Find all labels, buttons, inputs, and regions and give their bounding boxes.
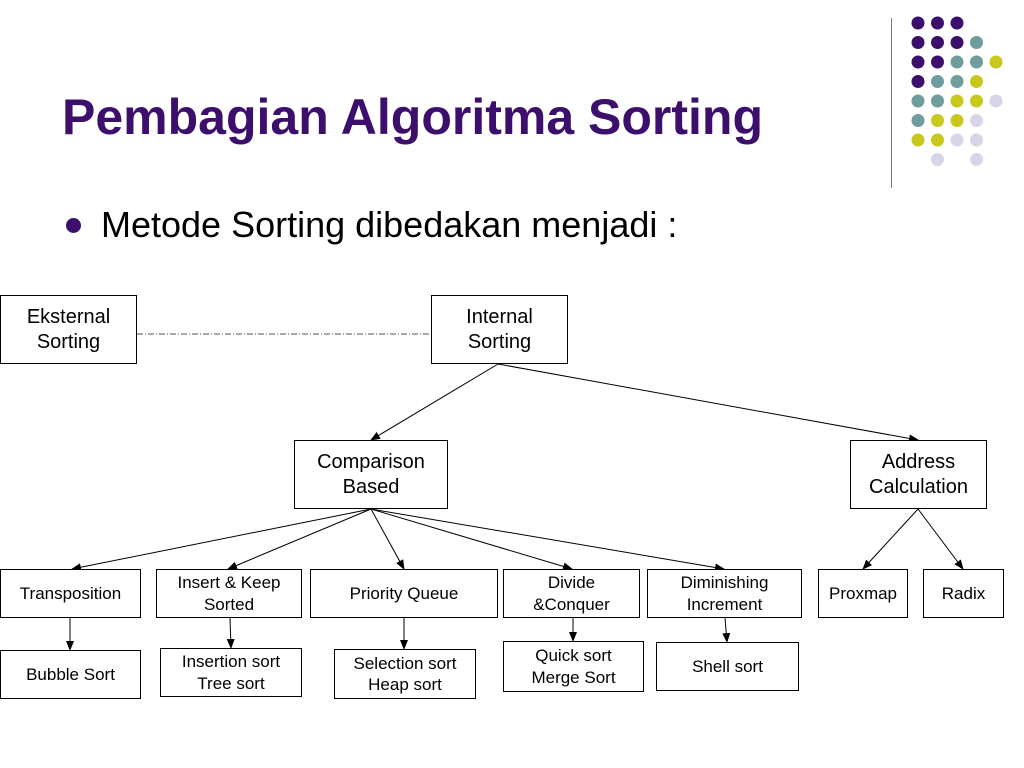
arrow-diminishing-shell [722, 617, 731, 643]
decorative-dot [970, 94, 983, 108]
node-insertion-tree-sort: Insertion sort Tree sort [160, 648, 302, 697]
bullet-item: Metode Sorting dibedakan menjadi : [66, 200, 677, 250]
node-quick-merge-sort: Quick sort Merge Sort [503, 641, 644, 692]
arrow-internal-address [497, 363, 919, 443]
decorative-dot [950, 75, 964, 88]
decorative-dot [931, 16, 944, 30]
node-internal-sorting: Internal Sorting [431, 295, 568, 364]
bullet-text: Metode Sorting dibedakan menjadi : [101, 204, 678, 245]
bullet-dot-icon [66, 217, 81, 233]
arrow-comparison-diminishing [370, 508, 725, 572]
decorative-dot [970, 55, 983, 69]
decorative-dot [931, 153, 944, 166]
decorative-dot [989, 94, 1003, 108]
decorative-dot [970, 75, 983, 88]
node-divide-conquer: Divide &Conquer [503, 569, 640, 618]
arrow-internal-comparison [370, 363, 499, 441]
node-bubble-sort: Bubble Sort [0, 650, 141, 699]
node-shell-sort: Shell sort [656, 642, 799, 691]
title-divider-line [891, 18, 892, 188]
node-insert-keep-sorted: Insert & Keep Sorted [156, 569, 302, 618]
node-proxmap: Proxmap [818, 569, 908, 618]
decorative-dot [970, 133, 983, 147]
decorative-dot [989, 55, 1003, 69]
arrow-address-radix [917, 508, 964, 570]
node-diminishing-increment: Diminishing Increment [647, 569, 802, 618]
decorative-dot [911, 36, 925, 49]
decorative-dot [950, 114, 964, 127]
node-radix: Radix [923, 569, 1004, 618]
decorative-dot [950, 55, 964, 69]
arrow-comparison-divide [370, 508, 573, 571]
decorative-dot [931, 94, 944, 108]
decorative-dot [911, 94, 925, 108]
decorative-dot [950, 16, 964, 30]
decorative-dot [911, 75, 925, 88]
node-selection-heap-sort: Selection sort Heap sort [334, 649, 476, 699]
decorative-dot [911, 55, 925, 69]
node-address-calculation: Address Calculation [850, 440, 987, 509]
decorative-dot [931, 114, 944, 127]
node-eksternal-sorting: Eksternal Sorting [0, 295, 137, 364]
decorative-dot [931, 55, 944, 69]
arrow-comparison-priority [370, 508, 405, 570]
decorative-dot [911, 114, 925, 127]
arrow-insertkeep-insertion [226, 617, 235, 649]
arrow-address-proxmap [862, 508, 919, 570]
decorative-dot [970, 114, 983, 127]
arrow-comparison-transposition [71, 508, 372, 572]
decorative-dot [911, 133, 925, 147]
node-comparison-based: Comparison Based [294, 440, 448, 509]
node-priority-queue: Priority Queue [310, 569, 498, 618]
decorative-dot [911, 16, 925, 30]
decorative-dot [950, 36, 964, 49]
node-transposition: Transposition [0, 569, 141, 618]
decorative-dot [950, 133, 964, 147]
decorative-dot [931, 75, 944, 88]
decorative-dot [931, 36, 944, 49]
decorative-dot [950, 94, 964, 108]
arrow-comparison-insertkeep [227, 508, 372, 570]
decorative-dot-grid [911, 16, 1003, 166]
slide-title: Pembagian Algoritma Sorting [62, 89, 764, 145]
decorative-dot [931, 133, 944, 147]
decorative-dot [970, 153, 983, 166]
decorative-dot [970, 36, 983, 49]
